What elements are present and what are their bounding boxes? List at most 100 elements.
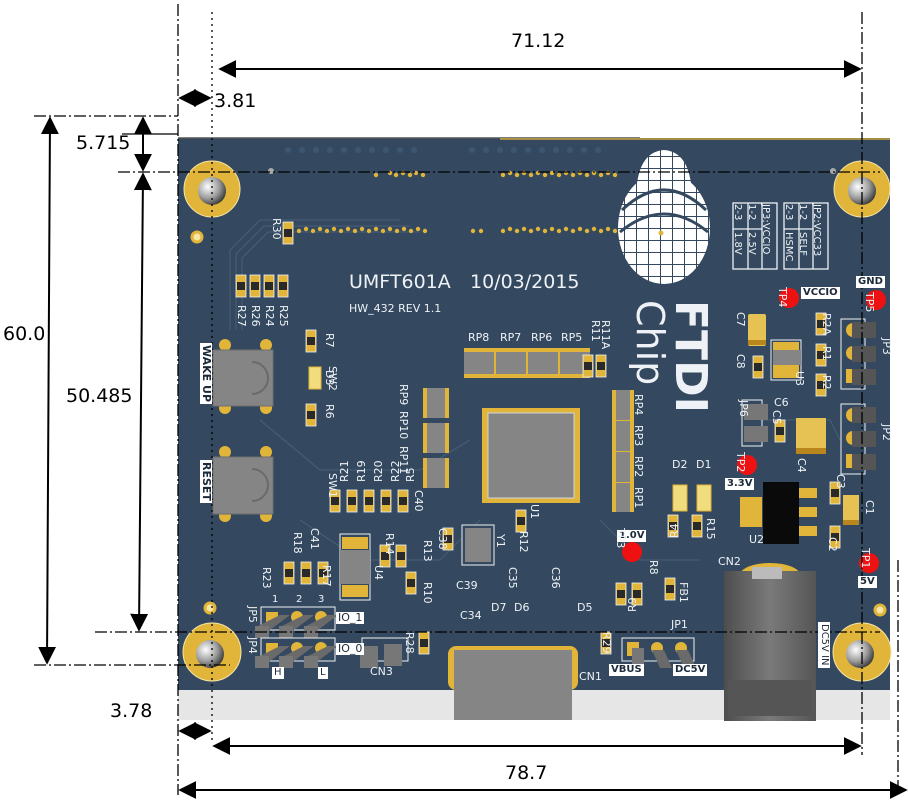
des-r21: R21: [338, 460, 351, 482]
des-c38: C38: [436, 528, 449, 550]
small-vias: [190, 168, 887, 617]
smd-part-body: [279, 282, 287, 290]
smd-resistors: [235, 221, 841, 655]
des-r2a: R2A: [820, 313, 833, 336]
des-rp6: RP6: [531, 331, 553, 344]
dc-jack-label: DC5V IN: [818, 622, 830, 668]
tp4-label: VCCIO: [801, 287, 840, 299]
jp4-io0-label: IO_0: [336, 642, 365, 655]
des-tp2: TP2: [734, 452, 747, 473]
des-d3: D3: [323, 370, 336, 386]
des-jp5: JP5: [246, 606, 259, 623]
des-r10: R10: [421, 582, 434, 604]
des-c4: C4: [795, 458, 808, 473]
des-r5: R5: [404, 467, 417, 482]
smd-part-body: [666, 585, 674, 593]
leds: [308, 366, 712, 512]
dimension-lines: [34, 4, 908, 799]
des-rp8: RP8: [468, 331, 490, 344]
des-u3: U3: [793, 371, 806, 387]
jp2-table-title: JP2:VCC33: [811, 204, 822, 257]
connector-cn1: [448, 646, 578, 720]
jumper-jp4: [255, 637, 338, 668]
resistor-packs-rp5-rp8: [464, 348, 590, 378]
wake-up-label: WAKE UP: [200, 343, 213, 405]
des-d6: D6: [514, 601, 530, 614]
des-fb1: FB1: [677, 582, 690, 603]
des-r28: R28: [403, 632, 416, 654]
des-jp1: JP1: [671, 618, 688, 631]
ic-u4: [339, 533, 371, 601]
smd-part-body: [381, 552, 389, 560]
des-tp1: TP1: [859, 548, 872, 569]
des-c41: C41: [308, 528, 321, 550]
mounting-hole-bottom-left: [182, 622, 242, 682]
smd-part-body: [754, 363, 762, 371]
des-r19: R19: [355, 460, 368, 482]
des-c2: C2: [826, 537, 839, 552]
des-c35: C35: [506, 567, 519, 589]
jp2-row1-pins: 1-2: [797, 204, 808, 221]
jp3-row2-value: 1.8V: [732, 232, 743, 255]
des-r25: R25: [277, 305, 290, 327]
smd-part-body: [444, 535, 452, 543]
smd-part-body: [399, 497, 407, 505]
jp1-dc5v-label: DC5V: [673, 664, 708, 676]
des-y1: Y1: [494, 534, 507, 548]
des-r26: R26: [249, 305, 262, 327]
des-r18: R18: [291, 532, 304, 554]
des-c36: C36: [549, 567, 562, 589]
des-r14: R14: [383, 533, 396, 555]
dim-left-edge-to-bottom-hole: 3.78: [110, 700, 153, 722]
des-u1: U1: [528, 504, 541, 520]
smd-part-body: [365, 497, 373, 505]
jumper-jp3: [840, 318, 876, 390]
des-c34: C34: [460, 609, 482, 622]
des-jp2: JP2: [880, 424, 893, 441]
des-jp3: JP3: [880, 338, 893, 355]
jp5-io1-label: IO_1: [336, 611, 365, 624]
jumper-jp2: [840, 403, 876, 475]
tp3-label: 1.0V: [617, 530, 647, 542]
pin-number-1: 1: [272, 594, 279, 605]
resistor-packs-rp9-rp11: [423, 388, 449, 488]
smd-part-body: [633, 590, 641, 598]
smd-part-body: [382, 497, 390, 505]
des-r22: R22: [389, 460, 402, 482]
des-r13: R13: [421, 540, 434, 562]
des-r11a: R11A: [599, 320, 612, 350]
des-d7: D7: [491, 601, 507, 614]
jp2-row1-value: SELF: [797, 232, 808, 256]
l-label: L: [318, 667, 328, 679]
des-r27: R27: [235, 305, 248, 327]
smd-part-body: [302, 569, 310, 577]
des-u4: U4: [372, 565, 385, 581]
des-rp9: RP9: [397, 384, 410, 406]
dim-hole-pitch-vertical: 50.485: [66, 385, 133, 407]
smd-part-body: [397, 552, 405, 560]
des-rp3: RP3: [632, 425, 645, 447]
des-cn1: CN1: [579, 670, 602, 683]
smd-part-body: [817, 351, 825, 359]
des-rp10: RP10: [397, 411, 410, 440]
jp3-row1-value: 2.5V: [746, 232, 757, 255]
des-jp6: JP6: [737, 400, 750, 417]
smd-part-body: [831, 533, 839, 541]
des-tp4: TP4: [776, 287, 789, 308]
smd-part-body: [407, 579, 415, 587]
switch-sw1: [212, 446, 274, 522]
des-r8: R8: [647, 560, 660, 575]
smd-part-body: [693, 522, 701, 530]
des-tp5: TP5: [863, 292, 876, 313]
test-points: [622, 288, 886, 573]
des-r1: R1: [820, 346, 833, 361]
des-c1: C1: [863, 500, 876, 515]
des-c3: C3: [834, 474, 847, 489]
des-rp4: RP4: [632, 394, 645, 416]
ftdi-brand-text: FTDI: [665, 300, 716, 413]
regulator-u2: [740, 482, 817, 544]
tp2-label: 3.3V: [725, 478, 755, 490]
des-r17: R17: [320, 565, 333, 587]
